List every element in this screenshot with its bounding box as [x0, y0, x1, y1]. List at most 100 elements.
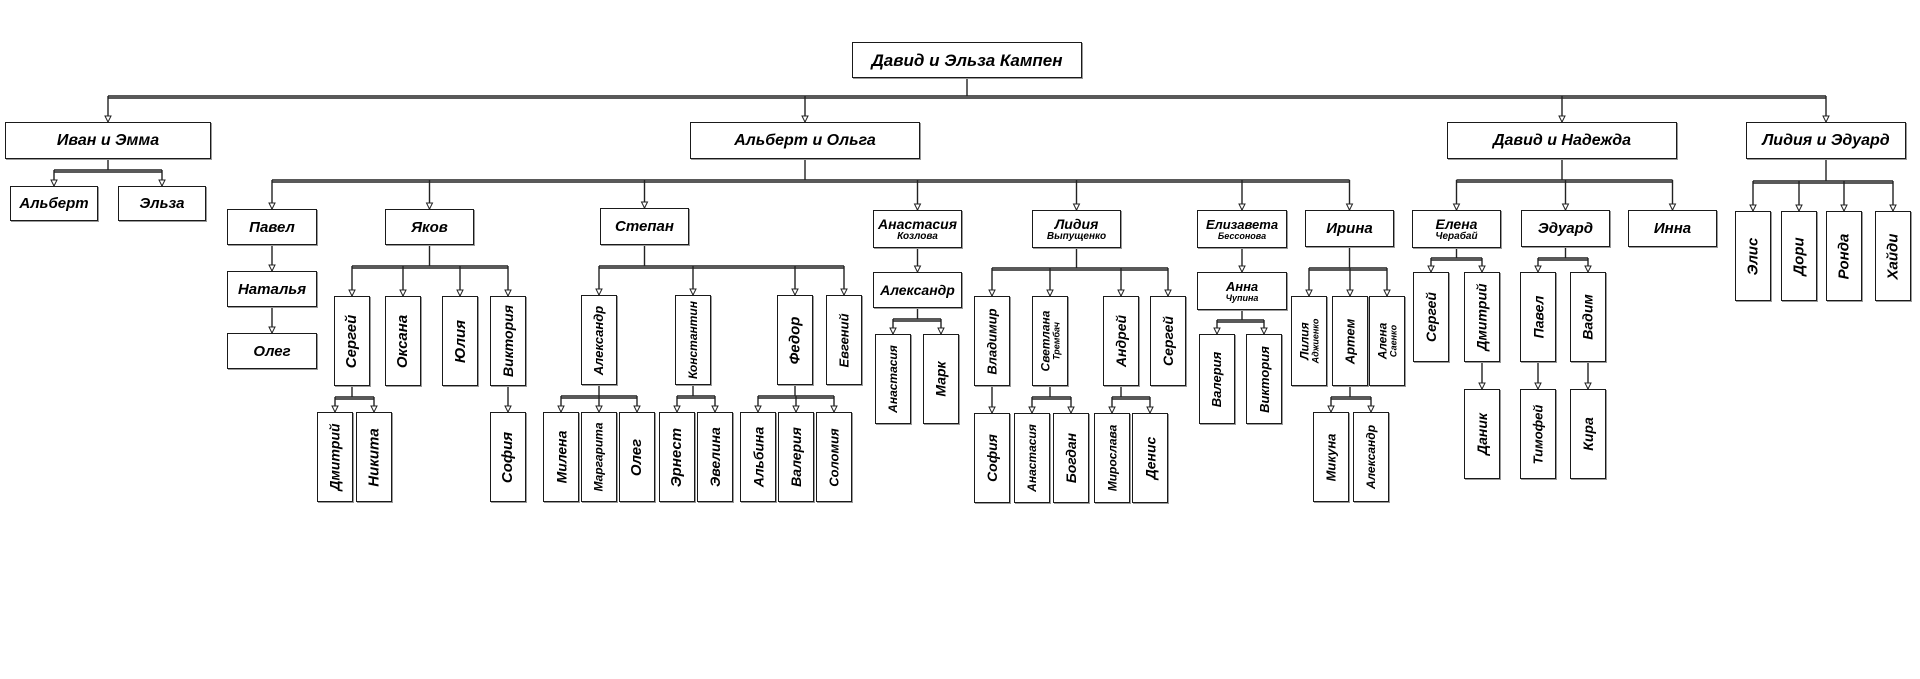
node-label: Альберт — [19, 196, 88, 211]
node-label: Микуна — [1323, 433, 1339, 481]
node-name: Эрнест — [668, 427, 686, 487]
node-label: Степан — [615, 219, 674, 234]
arrow-oleg2 — [633, 405, 641, 414]
node-label: Артем — [1343, 318, 1358, 364]
node-label: Александр — [1364, 424, 1379, 490]
node-label: Эрнест — [668, 427, 686, 487]
person-node-ronda: Ронда — [1826, 211, 1862, 301]
person-node-aleksandr2: Александр — [873, 272, 962, 308]
node-name: София — [499, 431, 517, 483]
node-name: Иван и Эмма — [56, 131, 160, 149]
arrow-aleksandr3 — [1367, 405, 1375, 414]
person-node-mikuna: Микуна — [1313, 412, 1349, 502]
node-label: Маргарита — [592, 422, 606, 491]
arrow-sergey3 — [1427, 265, 1435, 274]
arrow-elis — [1749, 204, 1757, 213]
arrow-lidiyaed — [1822, 115, 1830, 124]
node-name: Давид и Надежда — [1492, 131, 1632, 149]
node-label: Сергей — [1160, 316, 1177, 366]
arrow-ivan — [104, 115, 112, 124]
arrow-irina — [1345, 203, 1354, 212]
node-name: Тимофей — [1530, 404, 1546, 464]
node-label: Андрей — [1113, 314, 1129, 368]
person-node-kira: Кира — [1570, 389, 1606, 479]
node-name: Денис — [1142, 436, 1159, 480]
person-node-oksana: Оксана — [385, 296, 421, 386]
node-label: Мирослава — [1105, 425, 1119, 492]
person-node-denis: Денис — [1132, 413, 1168, 503]
arrow-pavel2 — [1534, 265, 1542, 274]
person-node-artem: Артем — [1332, 296, 1368, 386]
node-label: София — [984, 434, 1001, 482]
person-node-konstantin: Константин — [675, 295, 711, 385]
node-label: Тимофей — [1530, 404, 1546, 464]
node-name: Павел — [1530, 295, 1547, 339]
person-node-nikita: Никита — [356, 412, 392, 502]
arrow-elizaveta — [1238, 203, 1246, 212]
person-node-yuliya: Юлия — [442, 296, 478, 386]
arrow-eduard — [1561, 203, 1570, 212]
node-name: Инна — [1653, 220, 1692, 237]
arrow-fedor — [791, 288, 799, 297]
node-surname: Аджиенко — [1310, 318, 1321, 364]
person-node-viktoriya2: Виктория — [1246, 334, 1282, 424]
arrow-liliya — [1305, 289, 1313, 298]
node-name: Микуна — [1323, 433, 1339, 481]
node-label: Анастасия — [886, 345, 900, 413]
node-name: Олег — [253, 342, 291, 360]
node-label: Никита — [366, 428, 383, 486]
person-node-sofiya1: София — [490, 412, 526, 502]
node-label: Альберт и Ольга — [734, 131, 876, 149]
node-label: Наталья — [238, 282, 306, 297]
person-node-albert: Альберт — [10, 186, 98, 221]
node-name: Андрей — [1113, 314, 1129, 368]
node-name: Оксана — [394, 314, 412, 368]
node-name: Элис — [1744, 237, 1762, 275]
person-node-dmitriy2: Дмитрий — [1464, 272, 1500, 362]
node-name: Хайди — [1884, 233, 1902, 279]
arrow-dmitriy1 — [331, 405, 339, 414]
person-node-natalya: Наталья — [227, 271, 317, 307]
node-name: Альберт — [19, 195, 89, 212]
person-node-andrey: Андрей — [1103, 296, 1139, 386]
arrow-oksana — [399, 289, 407, 298]
node-name: Валерия — [1209, 351, 1225, 407]
arrow-sofiya1 — [504, 405, 512, 414]
arrow-vadim — [1584, 265, 1592, 274]
person-node-anastasiya3: Анастасия — [1014, 413, 1050, 503]
node-name: Сергей — [1423, 292, 1440, 342]
node-label: Валерия — [1209, 351, 1225, 407]
arrow-anastasiya — [913, 203, 922, 212]
arrow-alena — [1383, 289, 1391, 298]
node-label: Даник — [1474, 413, 1490, 455]
arrow-oleg — [268, 326, 276, 335]
node-label: Евгений — [837, 313, 852, 367]
arrow-denis — [1146, 406, 1154, 415]
person-node-vadim: Вадим — [1570, 272, 1606, 362]
person-node-elis: Элис — [1735, 211, 1771, 301]
node-label: Хайди — [1884, 233, 1902, 279]
node-name: Альберт и Ольга — [734, 131, 876, 149]
node-name: Елизавета — [1205, 216, 1279, 232]
node-name: Давид и Эльза Кампен — [871, 50, 1063, 70]
person-node-viktoriya1: Виктория — [490, 296, 526, 386]
node-surname: Саенко — [1388, 324, 1399, 358]
person-node-elza: Эльза — [118, 186, 206, 221]
arrow-bogdan — [1067, 406, 1075, 415]
node-name: Сергей — [343, 314, 361, 368]
person-node-dori: Дори — [1781, 211, 1817, 301]
node-name: Сергей — [1160, 316, 1177, 366]
node-name: Дмитрий — [327, 423, 343, 491]
node-name: Александр — [1364, 424, 1379, 490]
node-name: София — [984, 434, 1001, 482]
node-name: Анастасия — [878, 215, 957, 232]
node-name: Алена — [1375, 322, 1390, 360]
node-surname: Козлова — [897, 230, 938, 242]
person-node-eduard: Эдуард — [1521, 210, 1610, 247]
arrow-anna — [1238, 265, 1246, 274]
